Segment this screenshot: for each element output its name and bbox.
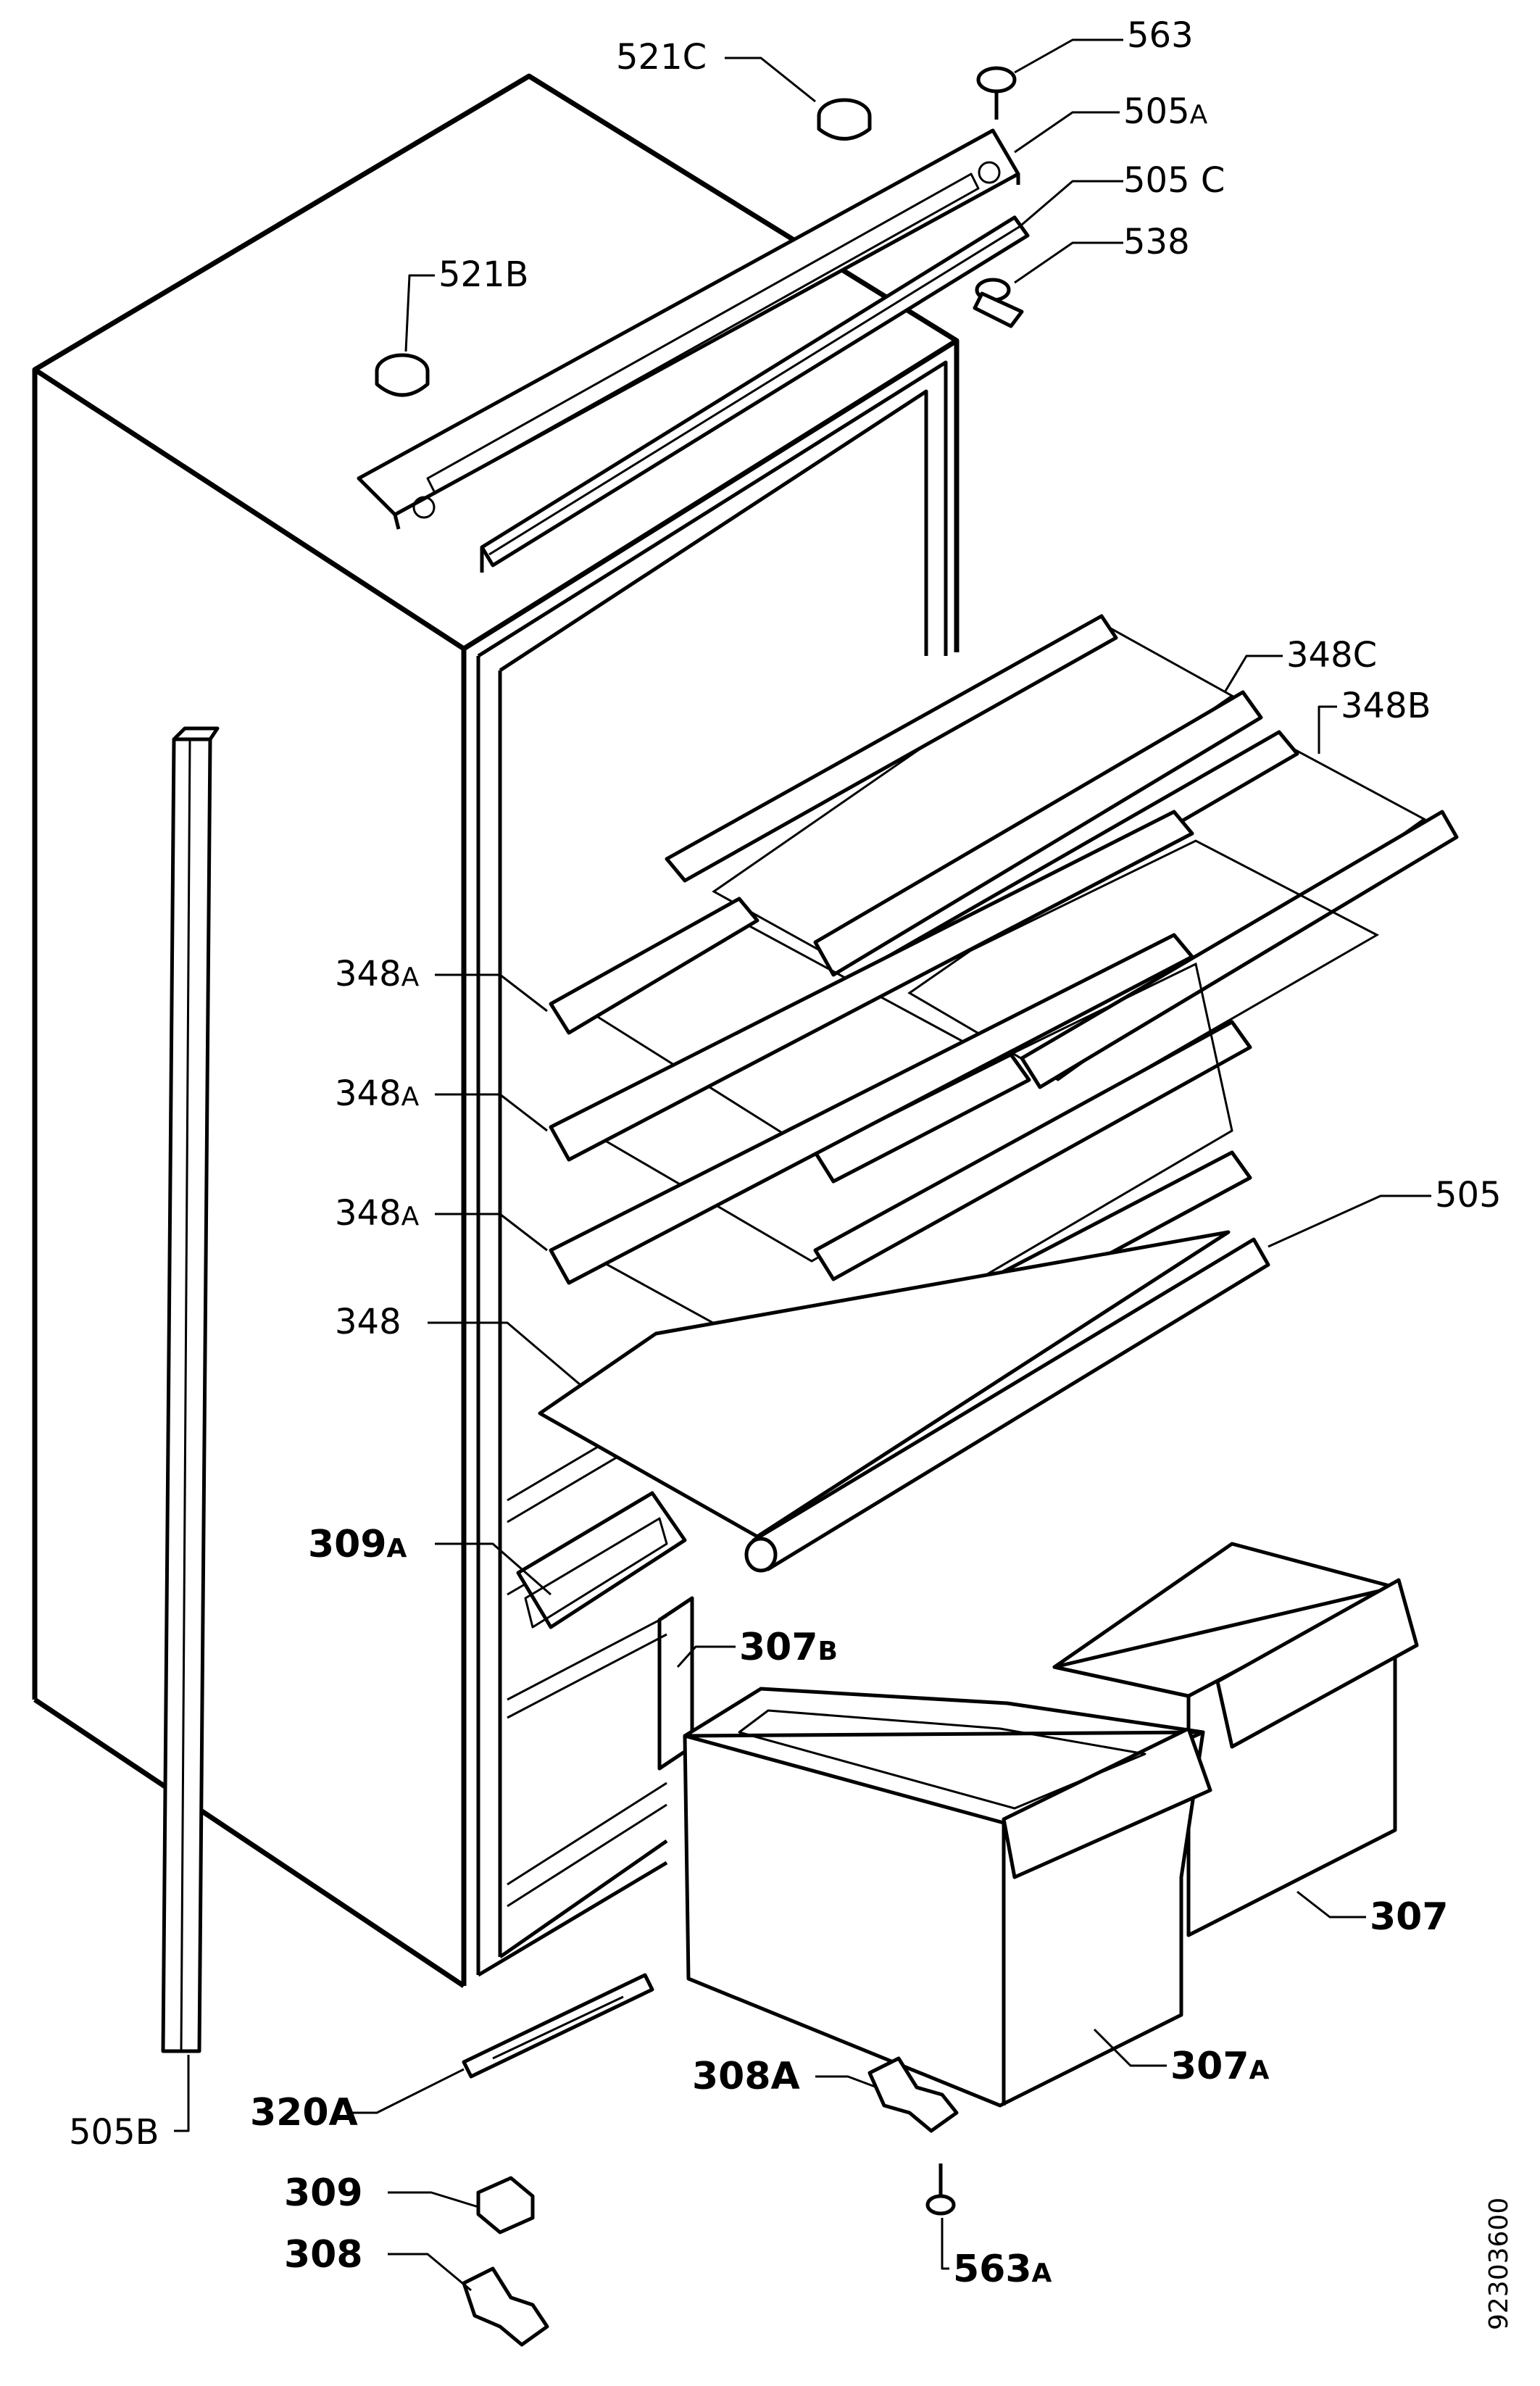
part-505C-rail (480, 215, 1030, 573)
label-538: 538 (1123, 222, 1190, 262)
label-308: 308 (284, 2233, 363, 2277)
label-505C: 505 C (1123, 160, 1225, 201)
part-309A-drawer-cover (516, 1491, 687, 1629)
label-505A: 505A (1123, 91, 1208, 132)
part-307-drawer (1052, 1542, 1419, 1937)
part-505-front-rail (744, 1237, 1270, 1573)
label-505B: 505B (69, 2112, 159, 2153)
part-521C-cap (817, 98, 872, 141)
part-563A-pin (925, 2163, 956, 2216)
part-563-hinge-pin (976, 66, 1017, 120)
leader-lines (174, 38, 1431, 2292)
shelf-348A-middle (549, 810, 1380, 1281)
label-307A: 307A (1170, 2045, 1270, 2088)
label-309: 309 (284, 2171, 363, 2215)
cabinet-body (32, 73, 960, 1988)
part-505B-door-seal (161, 726, 220, 2053)
label-308A: 308A (692, 2055, 800, 2098)
shelf-348B (860, 730, 1459, 1089)
label-320A: 320A (250, 2091, 358, 2134)
shelf-348C (665, 614, 1263, 977)
label-348A-middle: 348A (335, 1073, 420, 1114)
label-505: 505 (1435, 1175, 1502, 1215)
part-320A-clip-strip (462, 1973, 654, 2079)
label-348C: 348C (1286, 635, 1377, 676)
part-505A-top-strip (357, 128, 1020, 530)
part-307A-drawer (683, 1687, 1212, 2108)
label-348B: 348B (1341, 686, 1431, 726)
label-309A: 309A (308, 1523, 407, 1566)
shelf-348-bottom-glass (538, 1230, 1231, 1539)
label-348A-top: 348A (335, 954, 420, 994)
label-307: 307 (1370, 1895, 1449, 1939)
part-308-bracket (462, 2266, 549, 2347)
part-538-hinge (973, 278, 1024, 328)
drawing-number: 92303600 (1484, 2198, 1514, 2330)
label-563: 563 (1127, 15, 1194, 56)
part-308A-bracket (867, 2056, 959, 2133)
part-521B-cap (375, 353, 430, 397)
part-309-cap (476, 2176, 535, 2235)
label-307B: 307B (739, 1626, 838, 1669)
label-521C: 521C (616, 37, 707, 78)
label-348: 348 (335, 1302, 401, 1342)
label-521B: 521B (438, 254, 529, 295)
callout-labels: 521C 563 505A 505 C 538 521B 348C 348B 3… (69, 15, 1514, 2330)
label-563A: 563A (953, 2248, 1052, 2291)
label-348A-lower: 348A (335, 1193, 420, 1234)
